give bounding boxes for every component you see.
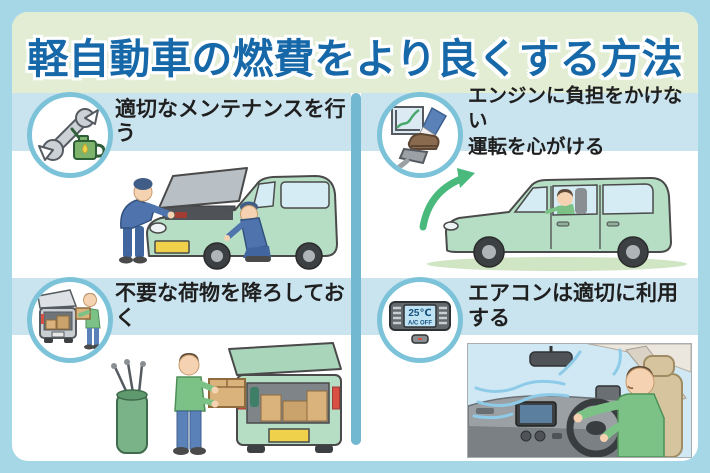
aircon-label: エアコンは適切に利用する [468, 282, 678, 330]
page-title: 軽自動車の燃費をより良くする方法 [27, 36, 683, 82]
driving-illustration [419, 168, 687, 271]
aircon-panel-icon: 25℃ A/C OFF [377, 277, 463, 363]
wrench-oilcan-icon [27, 92, 113, 178]
aircon-display-mode: A/C OFF [408, 321, 432, 327]
wrench-oilcan-icon-art [38, 108, 106, 161]
luggage-unload-icon [27, 277, 113, 363]
pedal-graph-icon-art [391, 106, 448, 171]
luggage-unload-icon-art [37, 289, 102, 350]
luggage-label: 不要な荷物を降ろしておく [115, 282, 345, 330]
aircon-illustration [467, 343, 692, 458]
column-divider [351, 93, 361, 445]
aircon-display-temp: 25℃ [408, 308, 431, 319]
aircon-panel-icon-art: 25℃ A/C OFF [389, 301, 451, 344]
driving-label: エンジンに負担をかけない 運転を心がける [468, 84, 698, 160]
driving-label-line2: 運転を心がける [468, 135, 605, 158]
title-strip [12, 12, 698, 93]
maintenance-label: 適切なメンテナンスを行う [115, 97, 346, 145]
luggage-illustration [111, 342, 342, 455]
maintenance-illustration [119, 167, 338, 270]
pedal-graph-icon [377, 92, 463, 178]
driving-label-line1: エンジンに負担をかけない [468, 84, 683, 133]
inner-panel: 軽自動車の燃費をより良くする方法 適切なメンテナンスを行う エンジンに負担をかけ… [12, 12, 698, 461]
